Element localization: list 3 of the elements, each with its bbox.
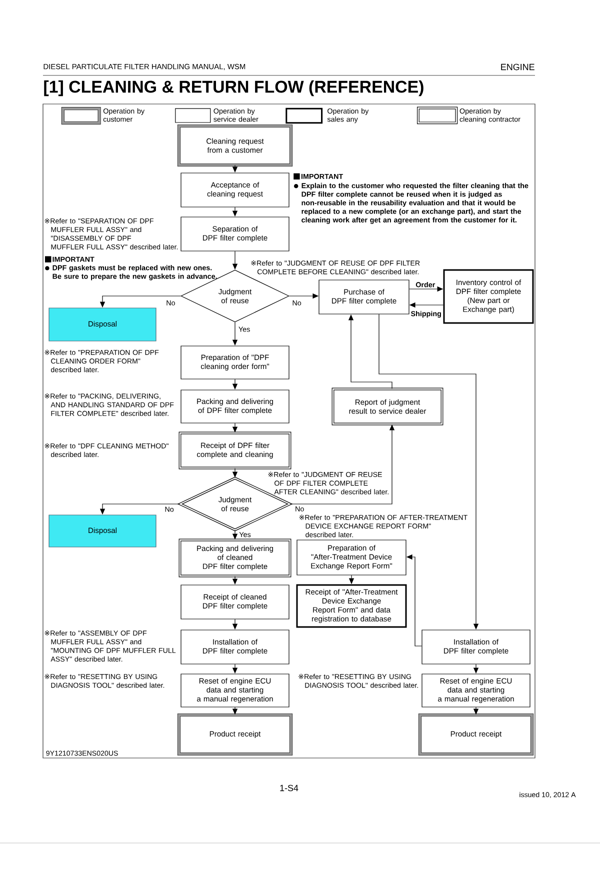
header-text: ENGINE [501, 64, 534, 70]
page-title: [1] CLEANING & RETURN FLOW (REFERENCE) [44, 80, 424, 96]
page-number: 1-S4 [280, 784, 298, 792]
